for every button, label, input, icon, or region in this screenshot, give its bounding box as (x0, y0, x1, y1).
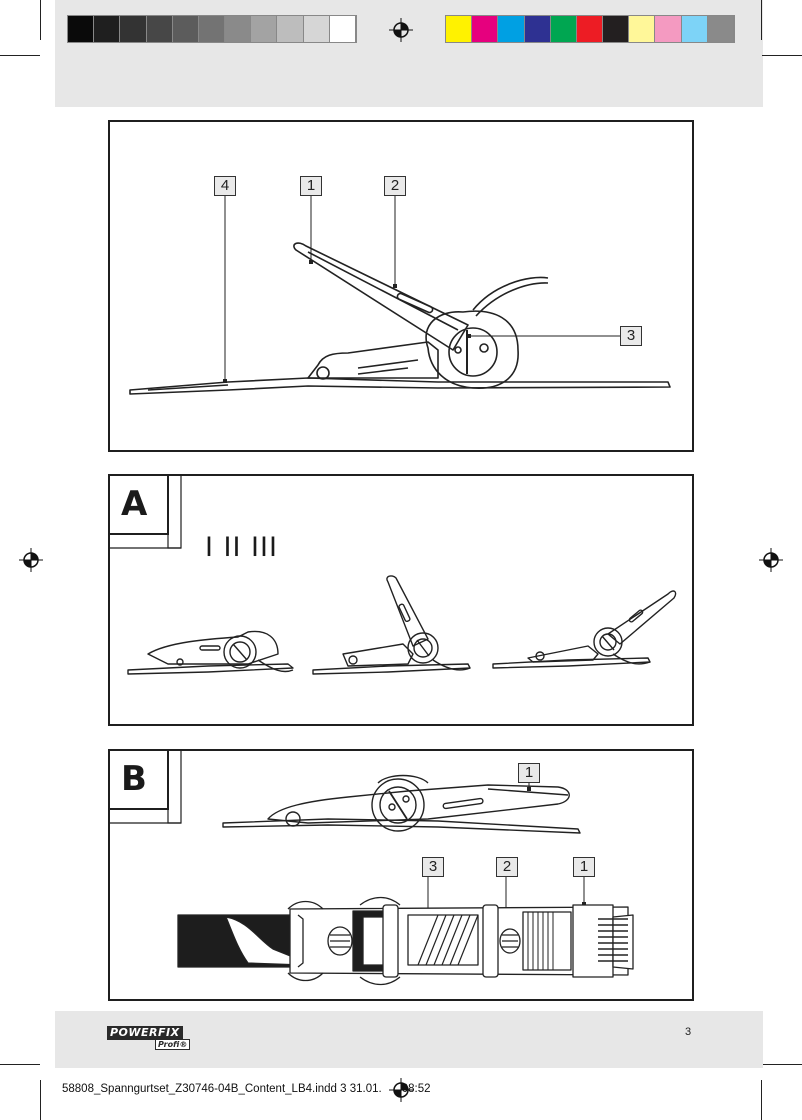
figure-b-frame (108, 749, 694, 1001)
crop-mark (762, 55, 802, 56)
color-swatch (498, 16, 525, 42)
ratchet-side-view-illustration (177, 774, 634, 986)
color-swatch (303, 16, 330, 42)
callout-b-2: 2 (496, 857, 518, 877)
callout-b-3: 3 (422, 857, 444, 877)
crop-mark (40, 0, 41, 40)
crop-mark (0, 55, 40, 56)
color-swatch (251, 16, 278, 42)
color-swatch (329, 16, 356, 42)
figure-main-frame (108, 120, 694, 452)
ratchet-positions-illustration (127, 575, 677, 675)
color-swatch (146, 16, 173, 42)
callout-4: 4 (214, 176, 236, 196)
slug-filename: 58808_Spanngurtset_Z30746-04B_Content_LB… (62, 1083, 382, 1095)
color-swatch (707, 16, 734, 42)
color-swatch (681, 16, 708, 42)
figure-a-letter: A (121, 484, 148, 524)
registration-mark-top (389, 18, 413, 42)
color-swatch (120, 16, 147, 42)
callout-2: 2 (384, 176, 406, 196)
color-swatch (172, 16, 199, 42)
crop-mark (762, 1064, 802, 1065)
color-swatch (68, 16, 95, 42)
process-color-bar (445, 15, 735, 43)
crop-mark (40, 1080, 41, 1120)
callout-3: 3 (620, 326, 642, 346)
callout-b-1: 1 (573, 857, 595, 877)
crop-mark (0, 1064, 40, 1065)
color-swatch (603, 16, 630, 42)
color-swatch (198, 16, 226, 42)
callout-1: 1 (300, 176, 322, 196)
color-swatch (472, 16, 499, 42)
color-swatch (524, 16, 551, 42)
crop-mark (761, 0, 762, 40)
ratchet-illustration-main (129, 196, 671, 395)
file-slug-line: 58808_Spanngurtset_Z30746-04B_Content_LB… (62, 1083, 431, 1095)
callout-b-top-1: 1 (518, 763, 540, 783)
powerfix-logo: POWERFIX (107, 1026, 183, 1040)
color-swatch (655, 16, 682, 42)
color-swatch (629, 16, 656, 42)
slug-time: 08:52 (401, 1083, 431, 1095)
registration-mark-left (19, 548, 43, 572)
color-swatch (277, 16, 304, 42)
color-swatch (225, 16, 252, 42)
registration-mark-bottom (389, 1078, 413, 1102)
figure-b-letter: B (121, 759, 147, 799)
grayscale-color-bar (67, 15, 357, 43)
powerfix-profi-logo: Profi® (155, 1039, 191, 1050)
color-swatch (576, 16, 604, 42)
registration-mark-right (759, 548, 783, 572)
color-swatch (94, 16, 121, 42)
figure-a-frame (108, 474, 694, 726)
crop-mark (761, 1080, 762, 1120)
color-swatch (446, 16, 473, 42)
page-number: 3 (685, 1026, 692, 1038)
positions-label: I II III (205, 532, 278, 563)
color-swatch (550, 16, 577, 42)
